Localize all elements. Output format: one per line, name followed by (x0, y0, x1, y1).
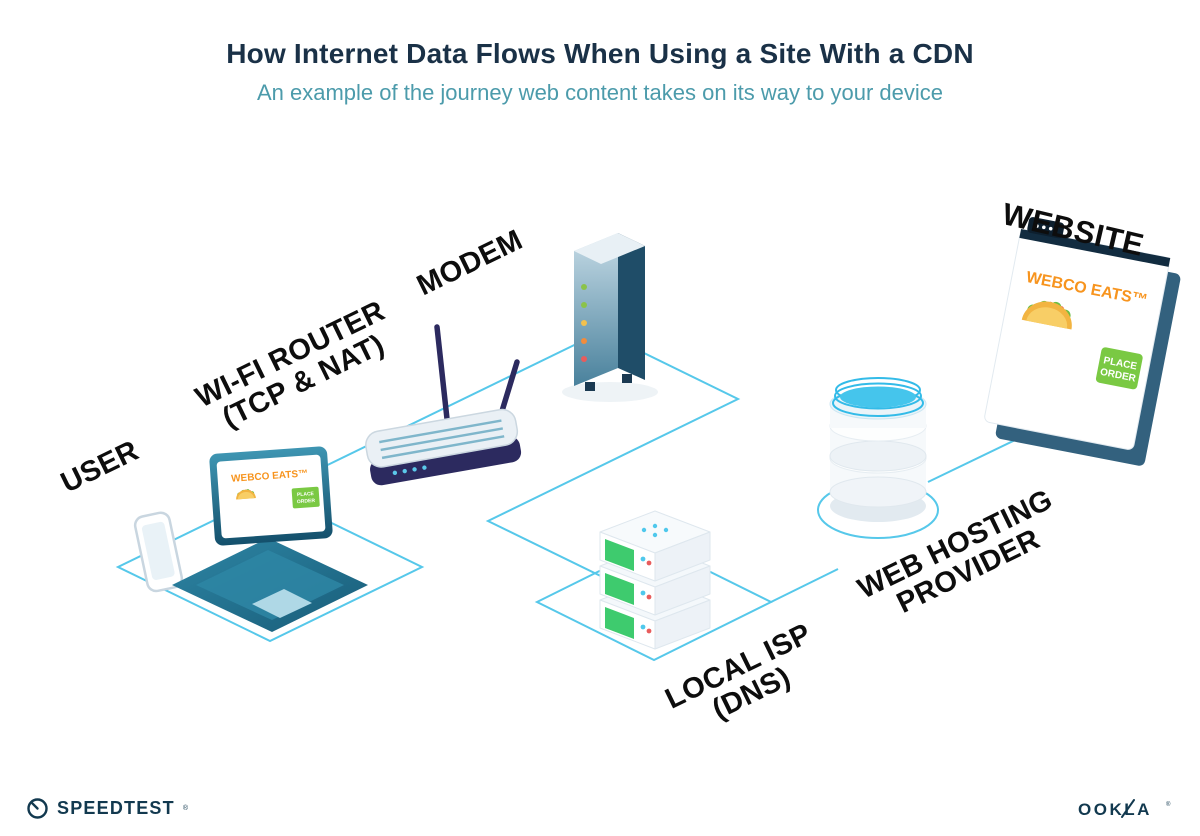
modem-illustration (562, 233, 658, 402)
header: How Internet Data Flows When Using a Sit… (0, 38, 1200, 106)
isp-to-hosting-line (770, 568, 839, 603)
modem-led-4 (581, 338, 587, 344)
browser-chrome-bar (1019, 229, 1171, 267)
router-antenna-left (434, 324, 451, 431)
browser-tab (1027, 217, 1065, 239)
ookla-trademark: ® (1166, 801, 1171, 808)
isp-server-illustration (599, 510, 711, 650)
phone-illustration (133, 511, 184, 593)
modem-corner-line (485, 331, 741, 603)
modem-led-2 (581, 302, 587, 308)
page-title: How Internet Data Flows When Using a Sit… (226, 38, 974, 69)
wifi-router-illustration (365, 324, 522, 486)
modem-top (574, 233, 645, 264)
ookla-needle-icon (1121, 799, 1135, 818)
speedtest-trademark: ® (182, 805, 188, 812)
modem-led-1 (581, 284, 587, 290)
laptop-site-name: WEBCO EATS™ (231, 468, 309, 484)
page-subtitle: An example of the journey web content ta… (256, 80, 944, 105)
database-water (840, 386, 916, 408)
modem-front (574, 233, 618, 386)
speedtest-logo: SPEEDTEST ® (26, 797, 188, 820)
ookla-text: OOKLA (1078, 800, 1152, 819)
laptop-button-line2: ORDER (297, 498, 316, 505)
ookla-logo: OOKLA ® (1078, 798, 1174, 820)
laptop-place-order-button (291, 486, 320, 509)
modem-led-3 (581, 320, 587, 326)
laptop-button-line1: PLACE (297, 491, 315, 498)
modem-side (618, 233, 645, 380)
speedtest-wordmark: SPEEDTEST (57, 798, 175, 818)
hosting-database-illustration (829, 377, 927, 522)
website-place-order-button (1095, 347, 1143, 390)
laptop-screen: WEBCO EATS™ PLACE ORDER (209, 446, 333, 546)
website-browser-illustration: WEBCO EATS™ PLACE ORDER (984, 217, 1181, 466)
ookla-wordmark: OOKLA ® (1078, 799, 1171, 819)
modem-led-5 (581, 356, 587, 362)
laptop-trackpad (252, 589, 312, 618)
user-device-illustration: WEBCO EATS™ PLACE ORDER (133, 446, 368, 632)
server-unit-top (599, 510, 711, 582)
speedtest-gauge-icon (27, 798, 48, 819)
